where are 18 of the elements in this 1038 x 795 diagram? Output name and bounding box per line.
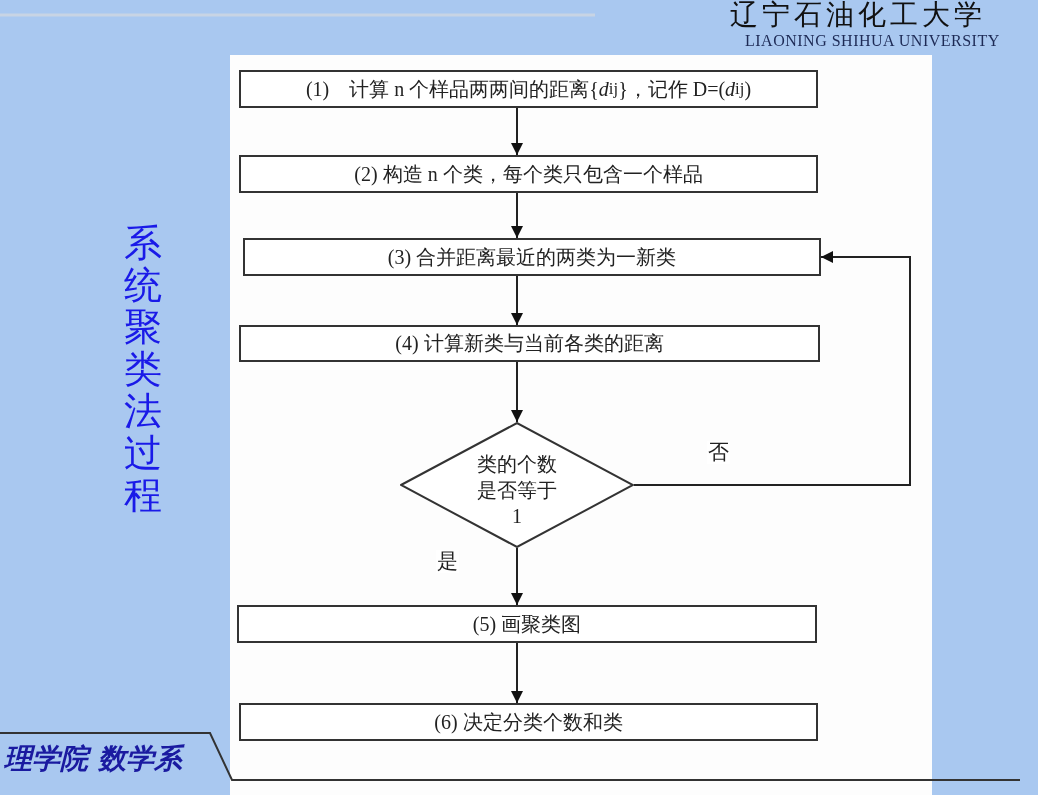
process-box: (2) 构造 n 个类，每个类只包含一个样品 [239, 155, 818, 193]
decision-diamond: 类的个数是否等于1 [400, 422, 634, 548]
process-box: (6) 决定分类个数和类 [239, 703, 818, 741]
university-name: 辽宁石油化工大学 [730, 0, 986, 30]
arrow [511, 275, 523, 326]
vertical-title: 系统聚类法过程 [123, 222, 163, 516]
process-box: (5) 画聚类图 [237, 605, 817, 643]
arrow [511, 192, 523, 239]
arrow [511, 361, 523, 423]
process-box: (4) 计算新类与当前各类的距离 [239, 325, 820, 362]
process-box: (3) 合并距离最近的两类为一新类 [243, 238, 821, 276]
arrow [511, 547, 523, 606]
arrow [511, 107, 523, 156]
edge-label: 否 [707, 441, 730, 464]
edge-label: 是 [436, 550, 459, 573]
arrow [633, 251, 911, 486]
university-name: LIAONING SHIHUA UNIVERSITY [745, 32, 1000, 50]
arrow [511, 642, 523, 704]
